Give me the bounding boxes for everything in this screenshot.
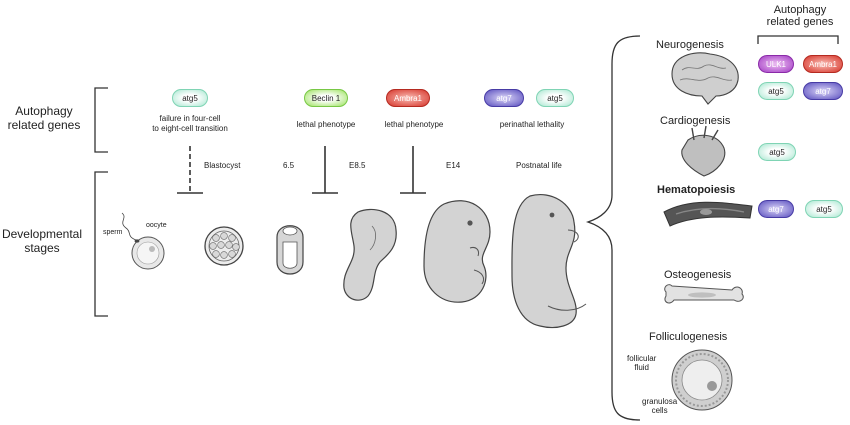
gene-pill-atg5-second: atg5 (536, 89, 574, 107)
organ-folliculogenesis: Folliculogenesis (649, 331, 728, 343)
oocyte-drawing (121, 212, 165, 270)
granulosa-cells-label-line2: cells (651, 406, 668, 415)
genes-bracket (94, 87, 108, 153)
right-genes-header: Autophagy related genes (760, 4, 840, 28)
e14-embryo-drawing (423, 200, 491, 303)
autophagy-genes-label: Autophagy related genes (4, 104, 84, 132)
sperm-label: sperm (103, 229, 123, 236)
organ-pill-atg7-neuro: atg7 (803, 82, 843, 100)
inhibition-marks (177, 146, 426, 194)
organ-neurogenesis: Neurogenesis (656, 39, 724, 51)
e8-5-embryo-drawing (343, 208, 397, 301)
stage-6-5: 6.5 (283, 161, 295, 170)
follicular-fluid-label: follicular fluid (627, 354, 656, 372)
stage-blastocyst: Blastocyst (204, 161, 241, 170)
gene-pill-atg5: atg5 (172, 89, 208, 107)
bone-drawing (664, 284, 744, 304)
phenotype-failure-line2: to eight-cell transition (152, 124, 228, 133)
stage-postnatal: Postnatal life (516, 161, 562, 170)
developmental-stages-label: Developmental stages (0, 227, 84, 255)
developmental-stages-label-line2: stages (24, 241, 60, 255)
autophagy-genes-label-line1: Autophagy (15, 104, 73, 118)
stage-e14: E14 (446, 161, 461, 170)
organ-pill-atg5-cardio: atg5 (758, 143, 796, 161)
stages-bracket (94, 171, 108, 317)
organ-osteogenesis: Osteogenesis (664, 269, 732, 281)
organ-hematopoiesis: Hematopoiesis (657, 184, 736, 196)
organ-pill-ulk1: ULK1 (758, 55, 794, 73)
organ-pill-ambra1: Ambra1 (803, 55, 843, 73)
blastocyst-drawing (204, 226, 244, 266)
curly-brace (585, 35, 641, 421)
phenotype-lethal-ambra: lethal phenotype (384, 120, 444, 129)
brain-drawing (671, 52, 739, 105)
granulosa-cells-label-line1: granulosa (642, 397, 678, 406)
organ-pill-atg7-hemato: atg7 (758, 200, 794, 218)
blood-vessels-drawing (663, 201, 753, 227)
autophagy-genes-label-line2: related genes (7, 118, 81, 132)
phenotype-lethal-beclin: lethal phenotype (296, 120, 356, 129)
developmental-stages-label-line1: Developmental (1, 227, 83, 241)
follicular-fluid-label-line1: follicular (627, 354, 657, 363)
granulosa-cells-label: granulosa cells (642, 397, 677, 415)
follicle-drawing (671, 349, 733, 411)
phenotype-perinatal: perinathal lethality (499, 120, 565, 129)
organ-pill-atg5-hemato: atg5 (805, 200, 843, 218)
stage-e8-5: E8.5 (349, 161, 366, 170)
gene-pill-atg7: atg7 (484, 89, 524, 107)
phenotype-failure-line1: failure in four-cell (159, 114, 221, 123)
follicular-fluid-label-line2: fluid (634, 363, 650, 372)
oocyte-label: oocyte (146, 222, 167, 229)
pup-drawing (511, 194, 587, 329)
gene-pill-ambra1: Ambra1 (386, 89, 430, 107)
phenotype-failure: failure in four-cell to eight-cell trans… (128, 114, 252, 134)
gene-pill-beclin1: Beclin 1 (304, 89, 348, 107)
egg-cylinder-drawing (276, 225, 304, 275)
organ-pill-atg5-neuro: atg5 (758, 82, 794, 100)
organ-cardiogenesis: Cardiogenesis (660, 115, 731, 127)
right-genes-bracket (757, 35, 839, 44)
right-genes-header-line1: Autophagy (773, 4, 827, 16)
right-genes-header-line2: related genes (766, 16, 834, 28)
heart-drawing (681, 125, 726, 177)
